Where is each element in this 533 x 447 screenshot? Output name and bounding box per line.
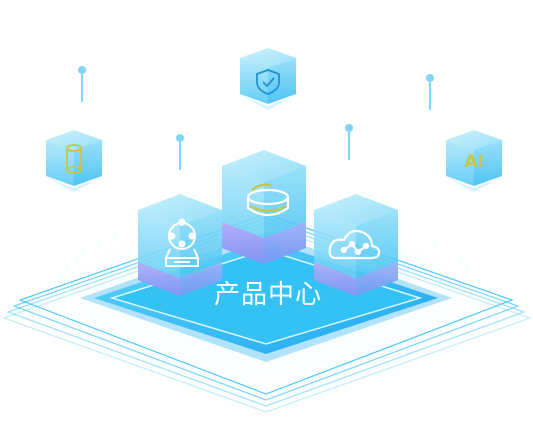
floating-cube-security	[240, 48, 296, 110]
shield-check-icon	[256, 69, 280, 95]
platform-cube-center	[222, 150, 306, 264]
cloud-network-icon	[328, 229, 381, 260]
platform-title: 产品中心	[214, 280, 322, 310]
pin-icon	[78, 66, 86, 102]
pin-icon	[176, 134, 184, 170]
ai-icon: AI	[464, 152, 483, 172]
platform-cube-left	[138, 194, 222, 296]
database-disk-icon	[246, 183, 290, 217]
robot-icon	[164, 218, 200, 267]
floating-cube-storage	[46, 130, 102, 192]
pin-icon	[426, 74, 434, 110]
floating-cube-ai	[446, 130, 502, 192]
platform	[80, 232, 452, 362]
platform-cube-right	[314, 194, 398, 296]
pin-icon	[345, 124, 353, 160]
pin-markers	[78, 66, 434, 170]
cylinder-icon	[66, 144, 82, 174]
platform-rings	[2, 213, 532, 413]
